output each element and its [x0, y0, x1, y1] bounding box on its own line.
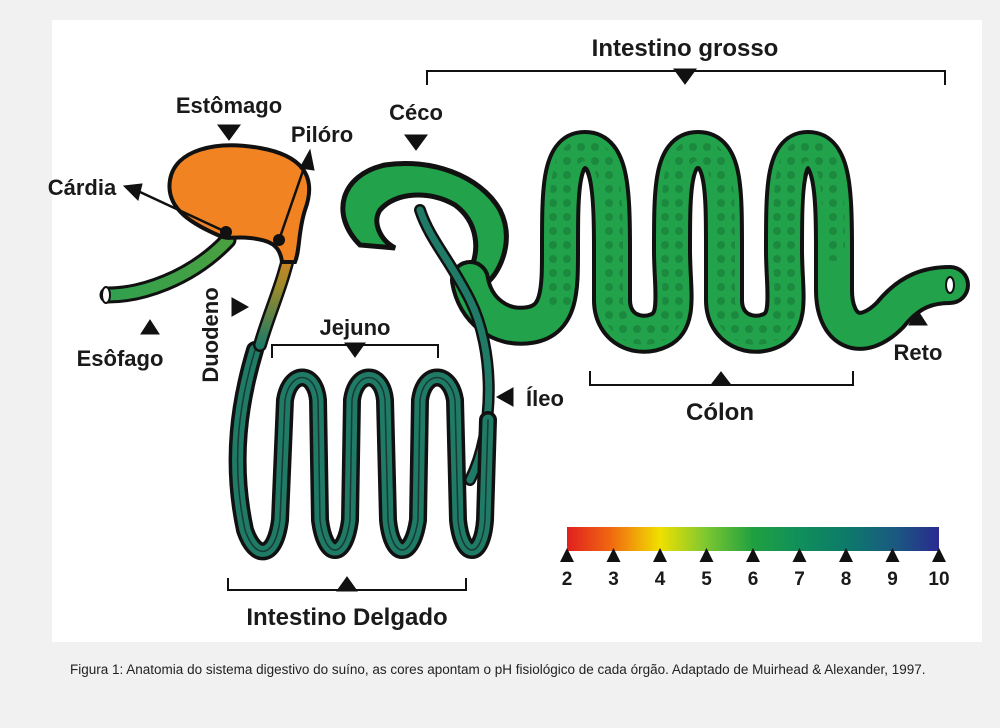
rectum-arrow-icon — [908, 310, 928, 326]
labels: Intestino grosso Estômago Pilóro Cárdia … — [48, 35, 943, 631]
label-jejuno: Jejuno — [320, 315, 391, 340]
label-colon: Cólon — [686, 399, 754, 426]
ph-tick-label: 9 — [887, 569, 898, 590]
label-reto: Reto — [894, 340, 943, 365]
stomach-shape — [167, 143, 312, 264]
cecum-arrow-icon — [404, 134, 428, 151]
small-intestine-arrow-icon — [336, 576, 358, 592]
colon-texture — [549, 139, 845, 345]
figure-caption: Figura 1: Anatomia do sistema digestivo … — [70, 662, 926, 677]
label-esofago: Esôfago — [77, 346, 164, 371]
stomach-arrow-icon — [217, 124, 241, 141]
large-intestine-arrow-icon — [673, 68, 697, 85]
pointers — [122, 68, 946, 592]
esophagus-arrow-icon — [140, 319, 160, 335]
label-cardia: Cárdia — [48, 175, 117, 200]
ph-tick-label: 7 — [794, 569, 805, 590]
ph-scale: 2 3 4 5 6 7 8 9 10 — [560, 527, 950, 590]
ph-tick-marker-icon — [885, 548, 900, 562]
ph-tick-label: 6 — [748, 569, 759, 590]
ph-tick-label: 8 — [841, 569, 852, 590]
label-intestino-grosso: Intestino grosso — [592, 35, 779, 62]
ileum-arrow-icon — [495, 387, 514, 407]
stomach — [167, 143, 312, 264]
jejunum-arrow-icon — [344, 342, 366, 358]
ph-tick-label: 5 — [701, 569, 712, 590]
ph-tick-marker-icon — [560, 548, 574, 562]
ph-tick-marker-icon — [653, 548, 667, 562]
ph-tick-marker-icon — [699, 548, 714, 562]
ph-tick-marker-icon — [839, 548, 853, 562]
label-intestino-delgado: Intestino Delgado — [246, 604, 447, 631]
small-intestine — [228, 341, 497, 561]
duodenum-arrow-icon — [231, 297, 250, 317]
label-piloro: Pilóro — [291, 122, 353, 147]
label-duodeno: Duodeno — [198, 287, 223, 382]
cecum-shape — [340, 160, 509, 284]
ph-tick-marker-icon — [606, 548, 621, 562]
ph-tick-label: 2 — [562, 569, 573, 590]
esophagus — [99, 231, 237, 304]
ph-tick-marker-icon — [932, 548, 946, 562]
ph-ticks: 2 3 4 5 6 7 8 9 10 — [560, 548, 950, 590]
large-intestine — [340, 130, 970, 354]
jejunum-inner-line — [236, 349, 489, 552]
ph-tick-label: 4 — [655, 569, 666, 590]
digestive-system-diagram: Intestino grosso Estômago Pilóro Cárdia … — [48, 35, 970, 631]
ph-tick-label: 3 — [608, 569, 619, 590]
ph-tick-marker-icon — [792, 548, 807, 562]
ph-tick-marker-icon — [746, 548, 760, 562]
label-estomago: Estômago — [176, 93, 282, 118]
label-ceco: Céco — [389, 100, 443, 125]
ph-tick-label: 10 — [928, 569, 949, 590]
rectum-tip — [945, 276, 955, 294]
ph-gradient-bar — [567, 527, 939, 551]
colon-arrow-icon — [709, 371, 733, 386]
label-ileo: Íleo — [526, 386, 564, 411]
